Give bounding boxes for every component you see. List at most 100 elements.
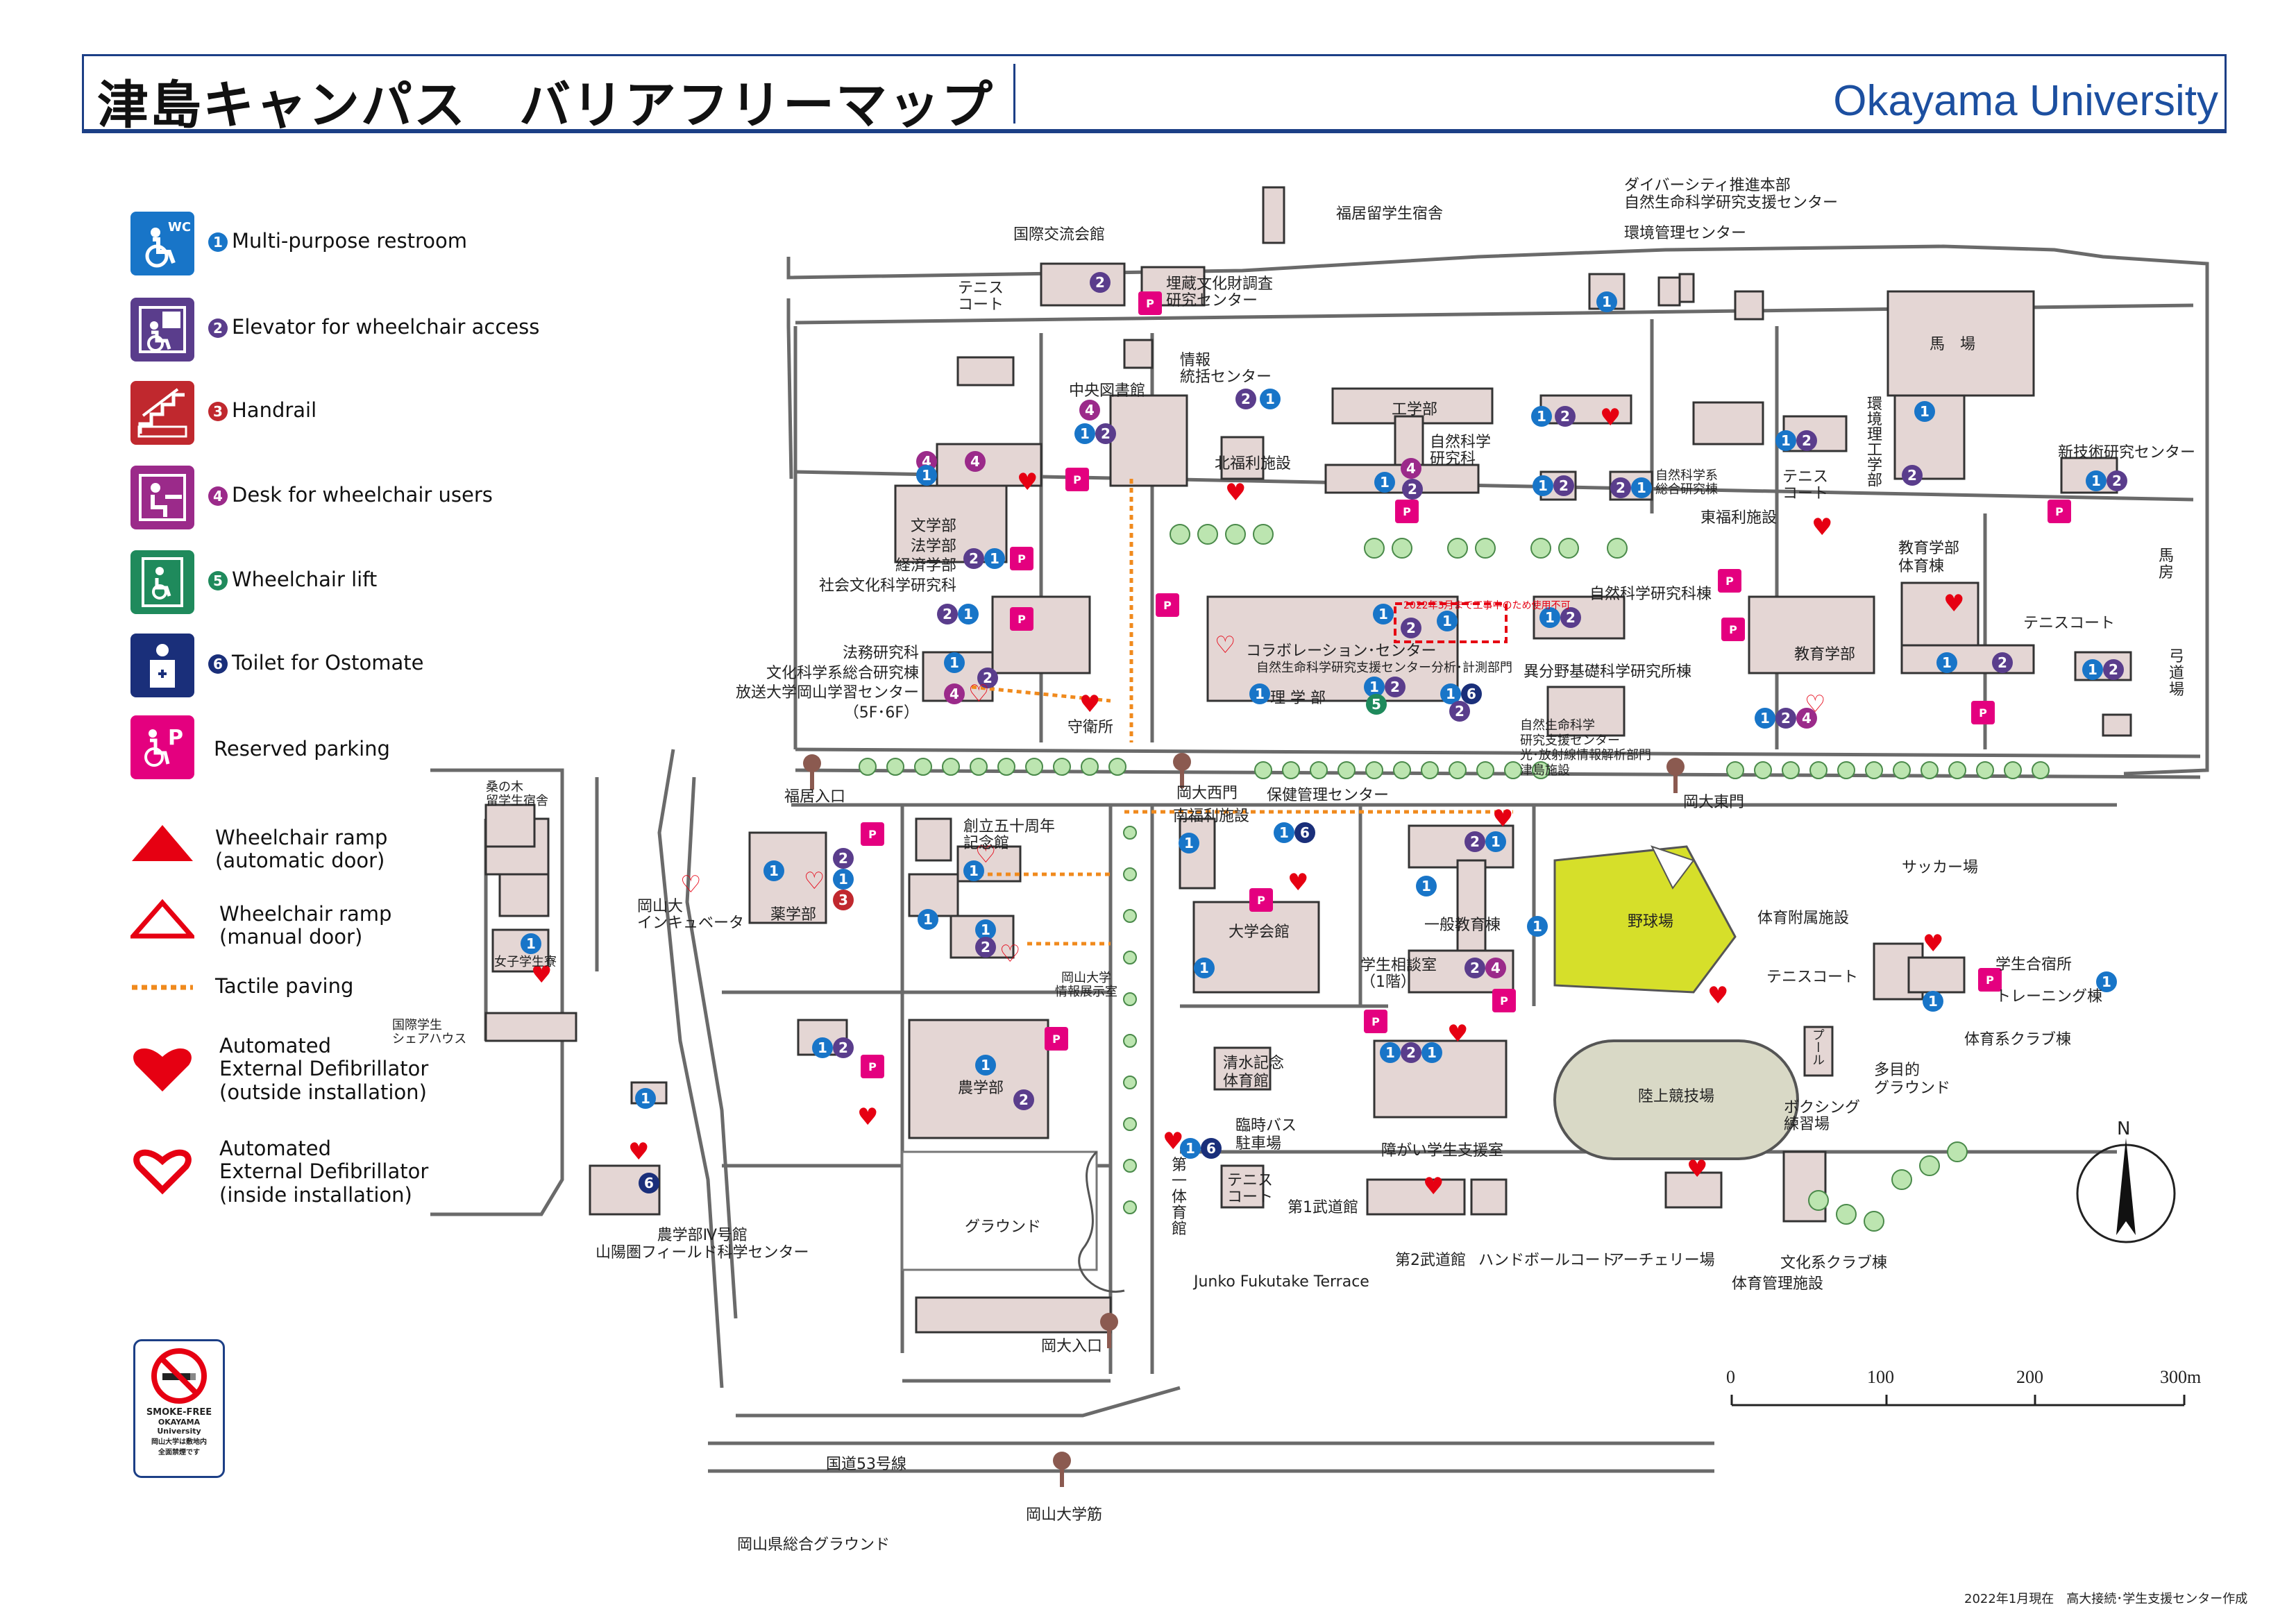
marker-elevator: 2 <box>2107 470 2127 491</box>
page-title: 津島キャンパス バリアフリーマップ <box>97 76 994 135</box>
marker-restroom: 1 <box>1374 472 1395 493</box>
marker-restroom: 1 <box>1539 607 1560 628</box>
smoke-free-line3: University <box>157 1427 201 1436</box>
ramp-outline-icon <box>130 899 194 939</box>
label-maizo: 埋蔵文化財調査 研究センター <box>1166 275 1274 310</box>
scale-bar <box>1730 1395 2186 1407</box>
marker-elevator: 2 <box>1402 479 1423 500</box>
marker-restroom: 1 <box>833 869 854 890</box>
label-shizenkagaku-bldg: 自然科学研究科棟 <box>1589 586 1712 603</box>
parking-marker: P <box>1971 701 1995 724</box>
marker-restroom: 1 <box>1596 291 1617 312</box>
label-tamokuteki: 多目的 グラウンド <box>1874 1062 1951 1098</box>
label-daigaku-kaikan: 大学会館 <box>1229 924 1290 941</box>
aed-heart-icon: ♡ <box>804 867 825 895</box>
marker-desk: 4 <box>1401 458 1421 479</box>
marker-restroom: 1 <box>1914 401 1935 422</box>
label-tennis-1: テニス コート <box>958 280 1004 314</box>
tactile-paving-routes <box>971 479 1513 946</box>
elevator-icon <box>130 298 194 362</box>
marker-ostomate: 6 <box>1461 683 1482 704</box>
marker-restroom: 1 <box>1527 916 1548 937</box>
marker-elevator: 2 <box>963 548 984 569</box>
label-kankyo-kanri: 環境管理センター <box>1624 225 1747 242</box>
label-ground: グラウンド <box>965 1218 1042 1236</box>
parking-marker: P <box>1492 989 1516 1012</box>
marker-elevator: 2 <box>833 848 854 869</box>
desk-icon <box>130 466 194 529</box>
label-sonoki-dorm: 桑の木 留学生宿舎 <box>486 780 548 808</box>
marker-elevator: 2 <box>1401 1042 1421 1063</box>
marker-elevator: 2 <box>1090 272 1111 293</box>
label-tennis-5: テニス コート <box>1227 1172 1274 1207</box>
marker-restroom: 1 <box>1755 708 1775 729</box>
construction-area <box>1394 602 1508 643</box>
label-taiiku-kanri: 体育管理施設 <box>1732 1275 1824 1293</box>
parking-marker: P <box>1156 593 1179 617</box>
marker-restroom: 1 <box>1380 1042 1401 1063</box>
parking-marker: P <box>1395 500 1419 523</box>
marker-restroom: 1 <box>944 652 965 673</box>
parking-marker: P <box>1249 888 1273 912</box>
marker-elevator: 2 <box>1796 430 1817 451</box>
marker-elevator: 2 <box>1560 607 1581 628</box>
label-joho-tenji: 岡山大学 情報展示室 <box>1055 971 1117 999</box>
label-rigakubu: 理 学 部 <box>1270 690 1326 707</box>
ostomate-icon <box>130 634 194 697</box>
aed-heart-icon: ♥ <box>1687 1155 1708 1183</box>
label-construction-notice: 2022年3月まで工事中のため使用不可 <box>1403 600 1571 611</box>
parking-marker: P <box>1065 468 1089 491</box>
marker-restroom: 1 <box>1775 430 1796 451</box>
scale-tick-300: 300m <box>2160 1367 2202 1387</box>
label-fukui-gate: 福居入口 <box>784 788 846 806</box>
label-shogai-shien: 障がい学生支援室 <box>1381 1142 1504 1159</box>
aed-heart-icon: ♥ <box>1288 869 1309 897</box>
label-tennis-4: テニスコート <box>1766 969 1859 986</box>
smoke-free-line4: 岡山大学は敷地内 <box>151 1438 207 1446</box>
label-kankyo-rikou: 環境理工学部 <box>1864 396 1882 487</box>
label-joshi-dorm: 女子学生寮 <box>494 955 557 969</box>
ground-field <box>901 1150 1098 1271</box>
aed-heart-icon: ♥ <box>1943 590 1965 618</box>
marker-elevator: 2 <box>1775 708 1796 729</box>
marker-ostomate: 6 <box>1201 1138 1222 1159</box>
label-babou: 馬 房 <box>2159 547 2175 582</box>
label-kokusai: 国際交流会館 <box>1013 226 1106 244</box>
parking-marker: P <box>1364 1010 1387 1033</box>
aed-heart-icon: ♥ <box>1017 468 1038 496</box>
marker-restroom: 1 <box>1416 876 1437 897</box>
marker-elevator: 2 <box>1992 652 2013 673</box>
marker-elevator: 2 <box>1553 475 1574 496</box>
label-minami-fukuri: 南福利施設 <box>1173 808 1250 825</box>
aed-heart-icon: ♥ <box>1447 1020 1469 1048</box>
smoke-free-line5: 全面禁煙です <box>158 1449 200 1456</box>
aed-heart-icon: ♥ <box>531 961 552 989</box>
marker-elevator: 2 <box>2103 659 2124 680</box>
marker-ostomate: 6 <box>639 1173 659 1193</box>
smoke-free-sign: SMOKE-FREE OKAYAMA University 岡山大学は敷地内 全… <box>133 1339 225 1478</box>
label-rikujo: 陸上競技場 <box>1638 1088 1715 1105</box>
aed-heart-icon: ♥ <box>628 1138 650 1166</box>
legend-aed-outside: Automated External Defibrillator (outsid… <box>219 1034 429 1104</box>
parking-marker: P <box>1138 291 1162 315</box>
marker-ostomate: 6 <box>1294 822 1315 843</box>
marker-restroom: 1 <box>1631 477 1652 498</box>
label-hoken: 保健管理センター <box>1267 787 1390 804</box>
marker-lift: 5 <box>1366 694 1387 715</box>
marker-restroom: 1 <box>1923 991 1943 1012</box>
label-yakugakubu: 薬学部 <box>770 906 817 924</box>
legend-aed-inside: Automated External Defibrillator (inside… <box>219 1137 429 1207</box>
label-kogaku: 工学部 <box>1392 401 1438 418</box>
marker-restroom: 1 <box>1180 1138 1201 1159</box>
label-collaboration: コラボレーション･センター <box>1246 643 1437 660</box>
legend-item-parking: Reserved parking <box>214 737 390 760</box>
label-nogakubu: 農学部 <box>958 1080 1004 1097</box>
marker-restroom: 1 <box>1074 423 1095 444</box>
label-kyudojo: 弓 道 場 <box>2169 648 2185 699</box>
footer-credit: 2022年1月現在 高大接続･学生支援センター作成 <box>1964 1592 2248 1606</box>
label-yakyujo: 野球場 <box>1628 913 1674 931</box>
parking-marker: P <box>1010 607 1033 631</box>
lift-icon <box>130 550 194 614</box>
